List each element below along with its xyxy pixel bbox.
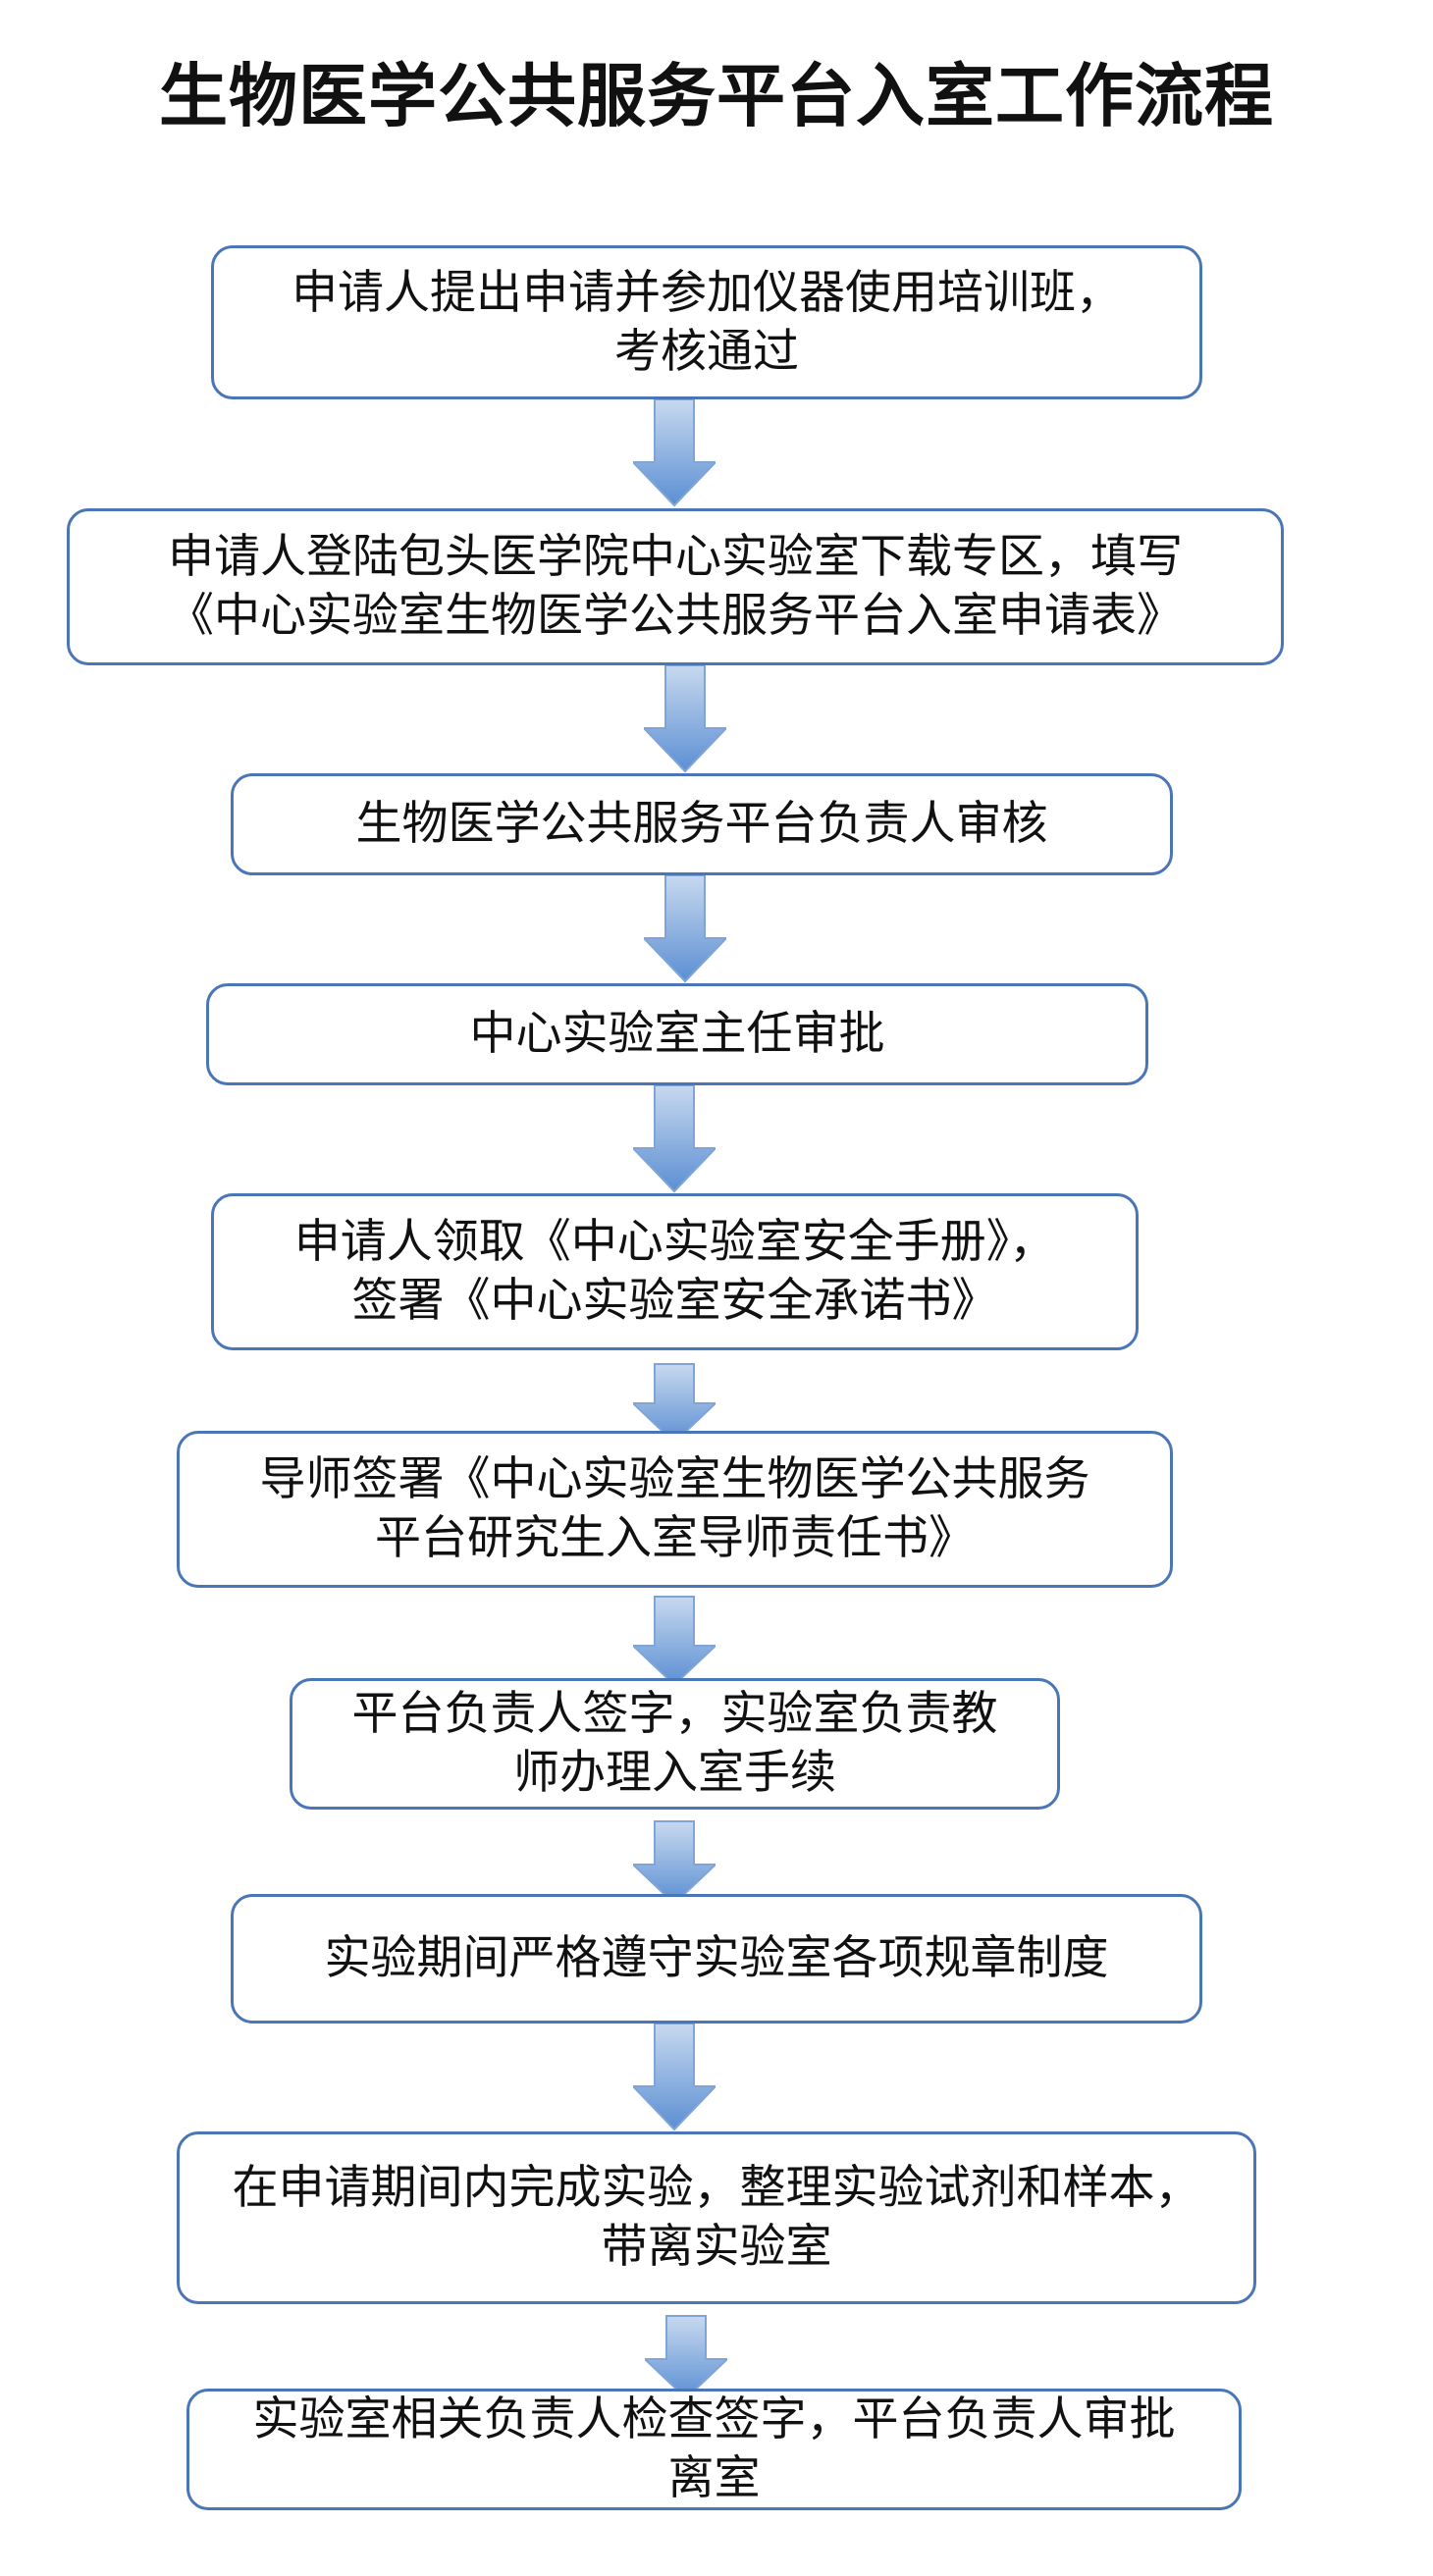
step-5-box: 申请人领取《中心实验室安全手册》， 签署《中心实验室安全承诺书》 xyxy=(211,1193,1139,1350)
step-3-text: 生物医学公共服务平台负责人审核 xyxy=(355,797,1048,851)
step-7-box: 平台负责人签字，实验室负责教 师办理入室手续 xyxy=(290,1678,1060,1810)
step-9-text: 在申请期间内完成实验，整理实验试剂和样本， 带离实验室 xyxy=(232,2161,1201,2274)
arrow-down-icon xyxy=(633,1363,716,1445)
step-4-box: 中心实验室主任审批 xyxy=(206,983,1148,1085)
step-1-box: 申请人提出申请并参加仪器使用培训班， 考核通过 xyxy=(211,245,1202,399)
step-3-box: 生物医学公共服务平台负责人审核 xyxy=(231,773,1173,875)
step-9-box: 在申请期间内完成实验，整理实验试剂和样本， 带离实验室 xyxy=(177,2131,1256,2304)
arrow-down-icon xyxy=(644,875,726,983)
step-1-text: 申请人提出申请并参加仪器使用培训班， 考核通过 xyxy=(292,265,1122,379)
step-8-box: 实验期间严格遵守实验室各项规章制度 xyxy=(231,1894,1202,2024)
arrow-down-icon xyxy=(633,2024,716,2131)
step-8-text: 实验期间严格遵守实验室各项规章制度 xyxy=(324,1931,1109,1985)
arrow-down-icon xyxy=(633,1820,716,1906)
arrow-down-icon xyxy=(633,399,716,507)
arrow-down-icon xyxy=(645,2315,727,2400)
arrow-down-icon xyxy=(644,665,726,773)
arrow-down-icon xyxy=(633,1596,716,1687)
step-2-box: 申请人登陆包头医学院中心实验室下载专区，填写 《中心实验室生物医学公共服务平台入… xyxy=(67,508,1284,665)
step-6-box: 导师签署《中心实验室生物医学公共服务 平台研究生入室导师责任书》 xyxy=(177,1431,1173,1588)
page-title: 生物医学公共服务平台入室工作流程 xyxy=(159,56,1274,136)
step-6-text: 导师签署《中心实验室生物医学公共服务 平台研究生入室导师责任书》 xyxy=(259,1452,1090,1565)
step-7-text: 平台负责人签字，实验室负责教 师办理入室手续 xyxy=(351,1687,998,1800)
arrow-down-icon xyxy=(633,1085,716,1193)
step-10-box: 实验室相关负责人检查签字，平台负责人审批 离室 xyxy=(186,2389,1242,2510)
step-5-text: 申请人领取《中心实验室安全手册》， 签署《中心实验室安全承诺书》 xyxy=(293,1215,1056,1328)
step-10-text: 实验室相关负责人检查签字，平台负责人审批 离室 xyxy=(252,2392,1176,2505)
step-4-text: 中心实验室主任审批 xyxy=(469,1007,885,1061)
step-2-text: 申请人登陆包头医学院中心实验室下载专区，填写 《中心实验室生物医学公共服务平台入… xyxy=(168,530,1183,643)
